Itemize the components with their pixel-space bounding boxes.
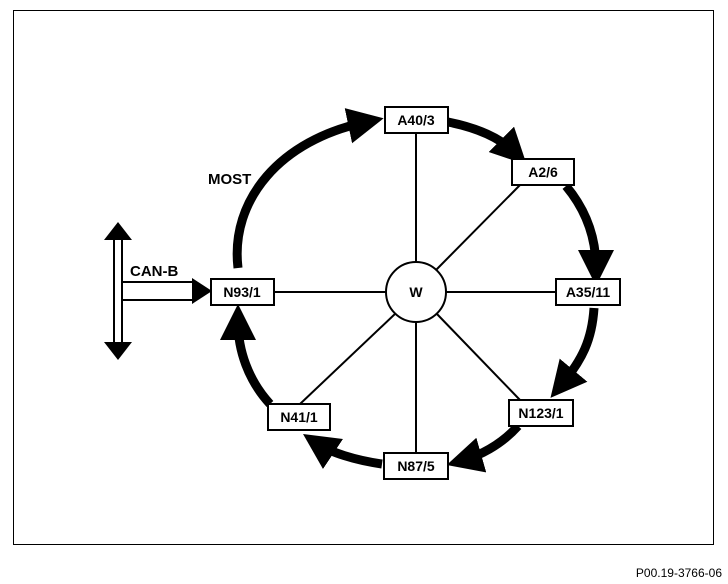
node-box [383,452,449,480]
node-label: N123/1 [518,405,563,421]
ring-arrow-1 [232,108,384,269]
spokes [274,130,556,454]
node-n93-1: N93/1 [210,278,275,306]
can-b-branch [122,281,192,301]
most-label: MOST [208,171,251,188]
hub-label: W [409,284,423,300]
can-b-right-arrowhead [192,278,212,304]
node-a40-3: A40/3 [384,106,449,134]
ring-arrow-2 [447,117,527,165]
ring-arrow-5 [446,422,522,473]
node-label: N87/5 [397,458,435,474]
diagram-frame [13,10,714,545]
node-box [511,158,575,186]
node-label: A2/6 [528,164,558,180]
can-b-label: CAN-B [130,263,178,280]
spoke-n123-1 [435,312,521,401]
node-a2-6: A2/6 [511,158,575,186]
hub-circle [385,261,447,323]
can-b-up-arrowhead [104,222,132,240]
hub-w: W [385,261,447,323]
node-label: N41/1 [280,409,318,425]
node-box [508,399,574,427]
node-box [210,278,275,306]
node-n123-1: N123/1 [508,399,574,427]
most-ring-arrows [220,108,614,473]
ring-arrow-4 [550,307,599,398]
node-label: A35/11 [566,284,611,300]
node-box [555,278,621,306]
node-label: N93/1 [223,284,261,300]
ring-arrow-6 [303,434,383,469]
spoke-a2-6 [435,184,521,271]
spoke-n41-1 [299,312,397,405]
ring-arrow-7 [220,304,274,408]
can-b-down-arrowhead [104,342,132,360]
node-box [384,106,449,134]
node-n87-5: N87/5 [383,452,449,480]
node-box [267,403,331,431]
node-n41-1: N41/1 [267,403,331,431]
node-label: A40/3 [397,112,435,128]
reference-number: P00.19-3766-06 [635,566,722,580]
ring-arrow-3 [562,183,614,286]
node-a35-11: A35/11 [555,278,621,306]
can-b-bus [104,222,212,360]
